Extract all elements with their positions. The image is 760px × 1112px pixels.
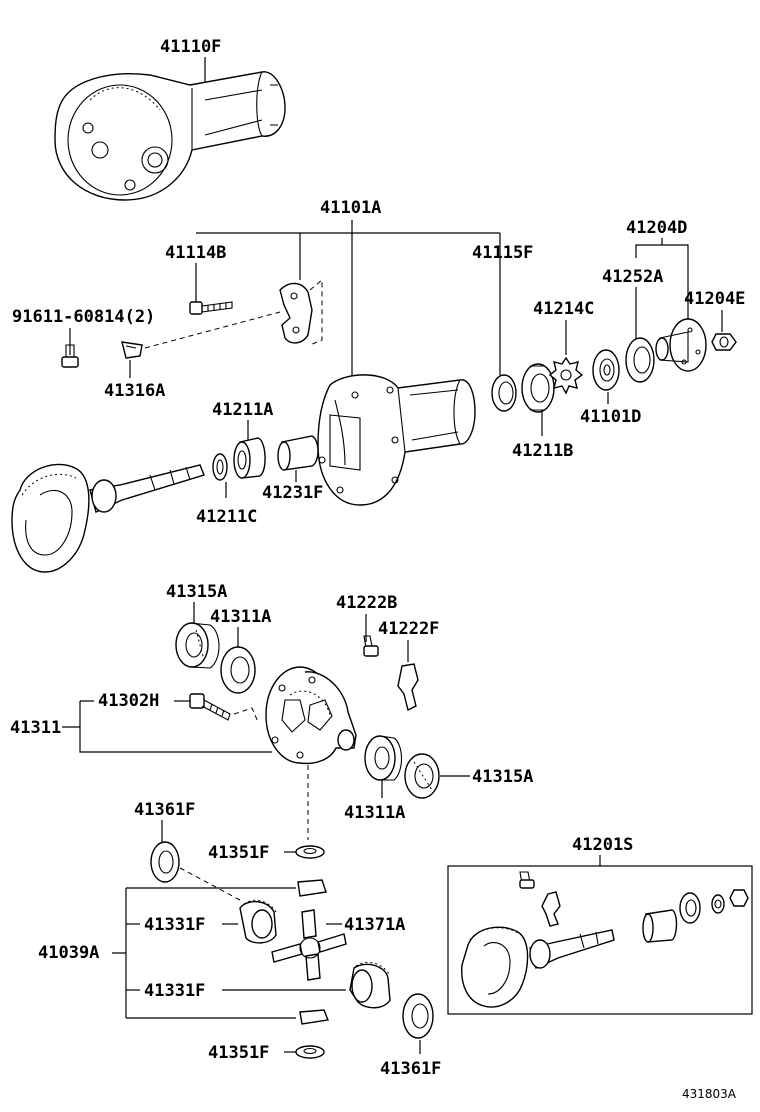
pinion-gear-41331F-top[interactable] [239, 899, 277, 944]
guide-41361F [179, 867, 241, 901]
bearing-41311A-bottom[interactable] [364, 735, 403, 781]
washer-41361F-bottom[interactable] [402, 993, 434, 1039]
bearing-race-41315A-top[interactable] [175, 622, 220, 669]
washer-bottom-small[interactable] [299, 1009, 329, 1025]
bearing-41211B[interactable] [521, 363, 555, 413]
label-41371A: 41371A [344, 915, 405, 935]
washer-41361F-top[interactable] [150, 841, 180, 883]
label-41101A: 41101A [320, 198, 381, 218]
lock-plate-41222F[interactable] [397, 663, 419, 712]
spacer-41231F[interactable] [277, 435, 319, 471]
bracket-41204D [635, 244, 689, 258]
bolt-91611-60814[interactable] [61, 344, 79, 368]
label-41222B: 41222B [336, 593, 397, 613]
nut-41204E[interactable] [711, 333, 737, 351]
label-41204D: 41204D [626, 218, 687, 238]
label-41311A-bottom: 41311A [344, 803, 405, 823]
label-41351F-top: 41351F [208, 843, 269, 863]
label-41361F-top: 41361F [134, 800, 195, 820]
label-41252A: 41252A [602, 267, 663, 287]
label-41211B: 41211B [512, 441, 573, 461]
bracket-41311 [62, 700, 272, 753]
bolt-41302H[interactable] [189, 693, 231, 721]
label-41302H: 41302H [98, 691, 159, 711]
label-41311: 41311 [10, 718, 61, 738]
washer-41351F-bottom[interactable] [295, 1045, 325, 1059]
differential-case-41311[interactable] [265, 666, 357, 765]
bearing-cap-41101A[interactable] [279, 282, 313, 344]
spider-shaft-41371A[interactable] [271, 909, 347, 981]
washer-41214C[interactable] [548, 356, 584, 395]
label-41201S: 41201S [572, 835, 633, 855]
carrier-assembly-41110F[interactable] [54, 71, 286, 201]
side-gear-41331F-bottom[interactable] [349, 961, 391, 1009]
label-41039A: 41039A [38, 943, 99, 963]
label-91611-60814: 91611-60814(2) [12, 307, 155, 327]
guide-41316A [144, 311, 281, 349]
oil-seal-41115F[interactable] [491, 374, 517, 412]
bolt-41222B[interactable] [363, 635, 379, 657]
ring-gear-and-drive-pinion[interactable] [11, 463, 205, 573]
label-41351F-bottom: 41351F [208, 1043, 269, 1063]
bracket-41039A [112, 887, 296, 1019]
label-41204E: 41204E [684, 289, 745, 309]
ring-41252A[interactable] [625, 337, 655, 383]
kit-41201S-parts[interactable] [461, 871, 749, 1008]
bearing-41211A[interactable] [233, 437, 266, 479]
kit-box-41201S [447, 865, 753, 1015]
label-41315A-top: 41315A [166, 582, 227, 602]
label-41114B: 41114B [165, 243, 226, 263]
label-41315A-right: 41315A [472, 767, 533, 787]
label-41311A-top: 41311A [210, 607, 271, 627]
label-41331F-bottom: 41331F [144, 981, 205, 1001]
guide-bearing-cap [309, 278, 323, 346]
bolt-41114B[interactable] [189, 301, 233, 315]
label-41101D: 41101D [580, 407, 641, 427]
reference-code: 431803A [682, 1087, 737, 1101]
spacer-41211C[interactable] [212, 453, 228, 481]
label-41361F-bottom: 41361F [380, 1059, 441, 1079]
differential-carrier-housing-41101A[interactable] [317, 374, 476, 506]
label-41214C: 41214C [533, 299, 594, 319]
label-41211A: 41211A [212, 400, 273, 420]
label-41316A: 41316A [104, 381, 165, 401]
label-41222F: 41222F [378, 619, 439, 639]
label-41211C: 41211C [196, 507, 257, 527]
label-41110F: 41110F [160, 37, 221, 57]
label-41231F: 41231F [262, 483, 323, 503]
washer-top-small[interactable] [297, 879, 327, 897]
bearing-41101D[interactable] [592, 349, 620, 391]
guide-41302H [233, 707, 259, 723]
label-41331F-top: 41331F [144, 915, 205, 935]
lock-plate-41316A[interactable] [121, 341, 143, 359]
bearing-41311A-top[interactable] [220, 646, 256, 694]
bearing-race-41315A-right[interactable] [404, 753, 440, 799]
washer-41351F-top[interactable] [295, 845, 325, 859]
companion-flange-41204D[interactable] [655, 318, 707, 372]
label-41115F: 41115F [472, 243, 533, 263]
